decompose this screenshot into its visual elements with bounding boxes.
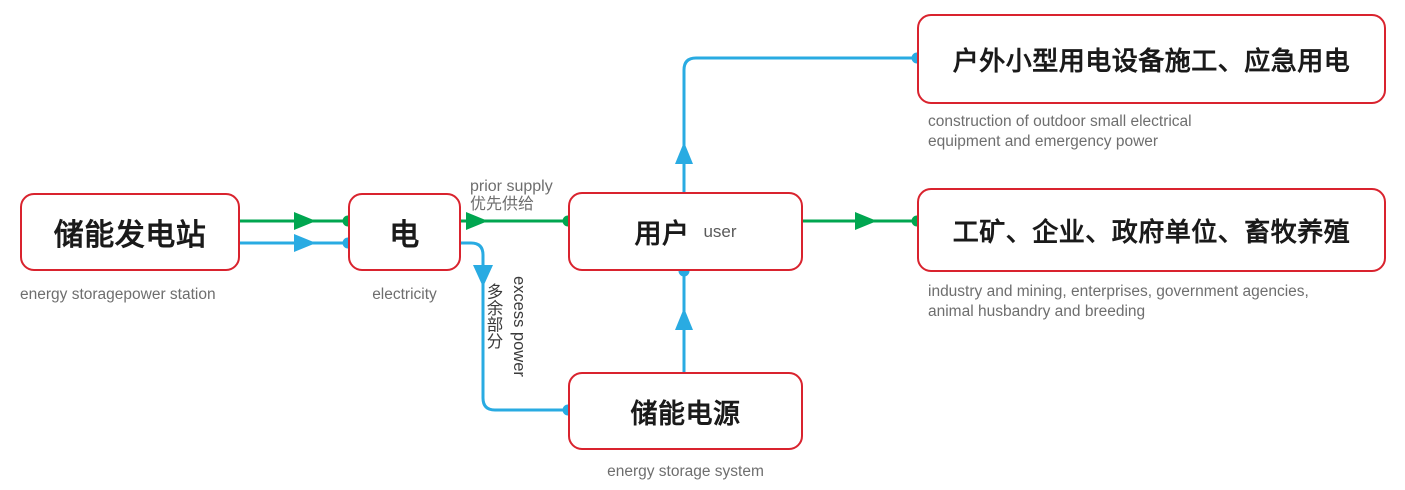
edge-label-excess-power-en: excess power <box>509 276 528 377</box>
caption-electricity: electricity <box>372 286 437 303</box>
node-electricity[interactable]: 电 <box>348 193 461 271</box>
node-electricity-label: 电 <box>389 219 420 252</box>
edge-label-prior-supply: prior supply 优先供给 <box>470 178 553 214</box>
node-outdoor-equipment-label: 户外小型用电设备施工、应急用电 <box>952 45 1351 76</box>
node-user-label-en: user <box>703 221 737 241</box>
edge-station-to-electricity-green <box>240 212 354 230</box>
node-industry-users[interactable]: 工矿、企业、政府单位、畜牧养殖 <box>917 188 1386 272</box>
edge-label-excess-power-cn: 多余部分 <box>483 283 502 349</box>
edge-label-prior-supply-cn: 优先供给 <box>470 195 535 213</box>
node-power-station-label: 储能发电站 <box>53 219 207 252</box>
caption-power-station: energy storagepower station <box>20 286 216 303</box>
edge-user-to-industry-green <box>803 212 923 230</box>
edge-user-to-outdoor-blue <box>675 52 923 192</box>
node-user-label: 用户 <box>634 219 690 249</box>
edge-station-to-electricity-blue <box>240 234 354 252</box>
caption-outdoor-equipment: construction of outdoor small electrical… <box>928 113 1192 150</box>
caption-energy-storage-system: energy storage system <box>607 463 764 480</box>
edge-label-prior-supply-en: prior supply <box>470 178 553 195</box>
edge-storage-to-user-blue <box>675 265 693 372</box>
node-industry-users-label: 工矿、企业、政府单位、畜牧养殖 <box>952 216 1351 247</box>
node-energy-storage-system-label: 储能电源 <box>630 398 741 429</box>
node-user[interactable]: 用户 user <box>568 192 803 271</box>
node-energy-storage-system[interactable]: 储能电源 <box>568 372 803 450</box>
caption-industry-users: industry and mining, enterprises, govern… <box>928 283 1309 320</box>
node-outdoor-equipment[interactable]: 户外小型用电设备施工、应急用电 <box>917 14 1386 104</box>
edge-electricity-to-user-green <box>461 212 574 230</box>
node-power-station[interactable]: 储能发电站 <box>20 193 240 271</box>
